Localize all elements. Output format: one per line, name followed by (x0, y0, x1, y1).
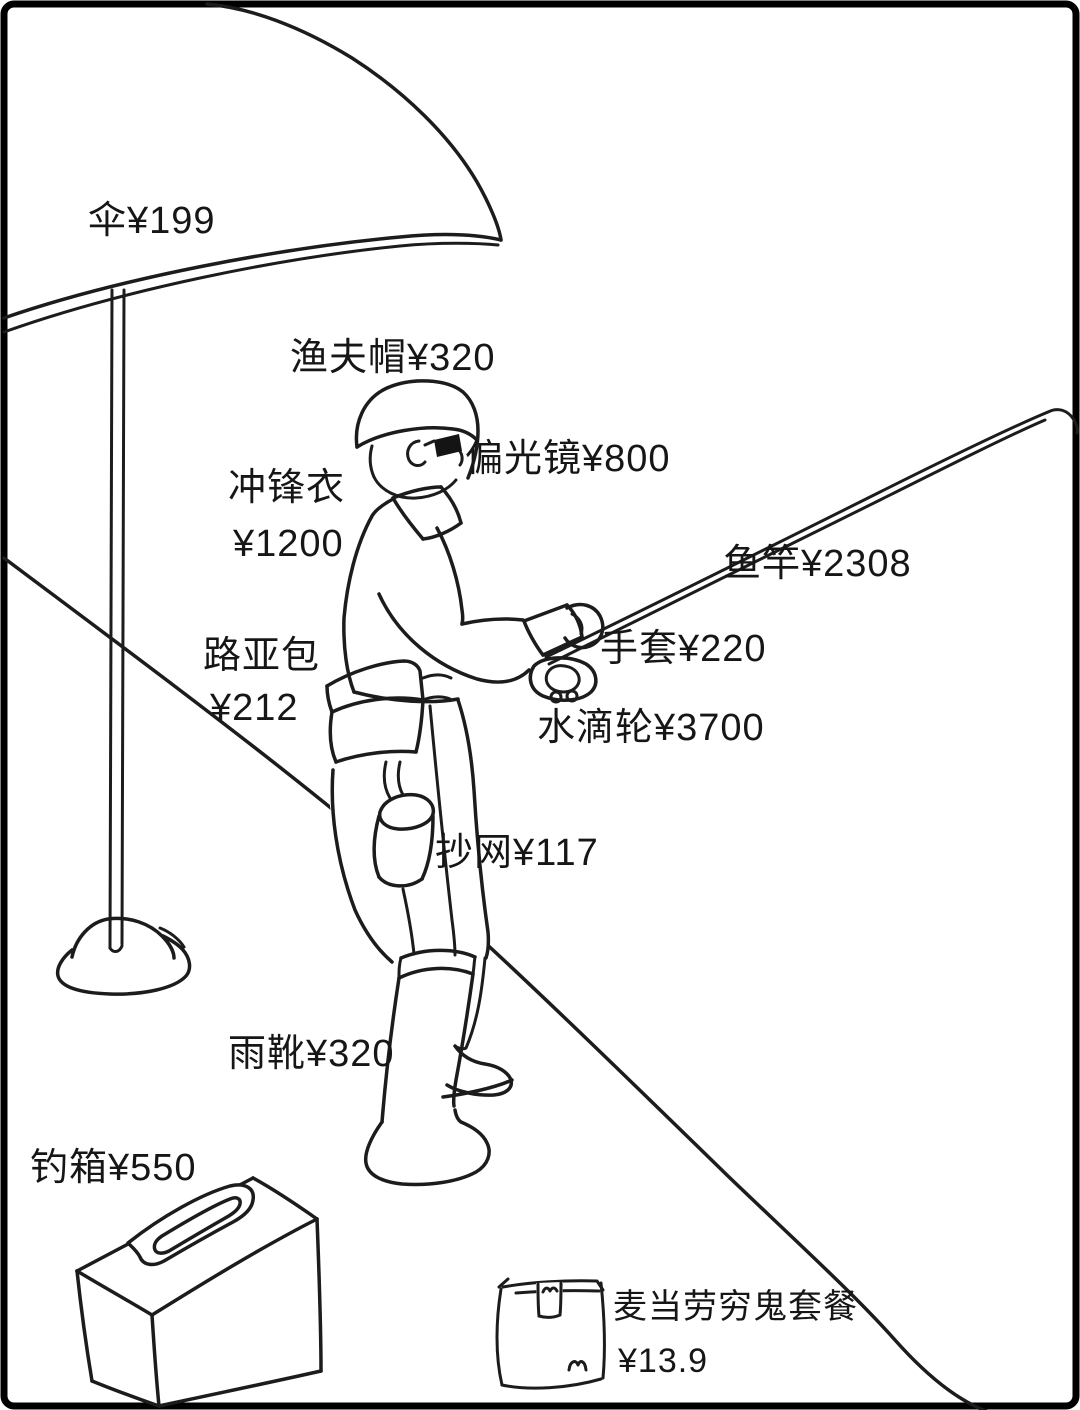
label-landing-net: 抄网¥117 (435, 832, 599, 874)
legs-drawing (330, 698, 491, 964)
umbrella-base (55, 916, 192, 996)
label-lure-bag-name: 路亚包 (203, 635, 320, 677)
label-polarized-glasses: 偏光镜¥800 (465, 438, 671, 480)
umbrella-drawing (2, 2, 503, 996)
box-handle (126, 1183, 255, 1267)
label-fishing-box: 钓箱¥550 (30, 1147, 197, 1189)
label-meal-name: 麦当劳穷鬼套餐 (613, 1288, 858, 1326)
label-jacket-name: 冲锋衣 (228, 467, 345, 509)
mcdonalds-bag-drawing (495, 1277, 606, 1390)
bucket-hat-drawing (354, 379, 480, 480)
glove-drawing (522, 602, 605, 657)
price-labels: 伞¥199 渔夫帽¥320 偏光镜¥800 冲锋衣 ¥1200 鱼竿¥2308 … (30, 200, 912, 1380)
arches-icon (541, 1286, 559, 1294)
arches-icon (567, 1360, 588, 1372)
label-rain-boots: 雨靴¥320 (228, 1033, 395, 1075)
label-meal-price: ¥13.9 (617, 1342, 708, 1380)
jacket-drawing (342, 497, 531, 704)
label-gloves: 手套¥220 (600, 628, 767, 670)
landing-net-drawing (372, 760, 436, 956)
face-drawing (368, 434, 464, 500)
fishing-rod-line (544, 408, 1079, 666)
fisherman-figure (318, 376, 606, 1187)
label-lure-bag-price: ¥212 (209, 687, 299, 729)
ear-line (406, 439, 427, 467)
lure-bag-drawing (325, 659, 453, 764)
figure-silhouette (318, 376, 606, 1186)
label-baitcasting-reel: 水滴轮¥3700 (537, 707, 765, 749)
rain-boots-drawing (363, 948, 514, 1187)
fishing-box-drawing (75, 1176, 323, 1408)
baitcasting-reel-drawing (528, 656, 598, 704)
shoreline-line (2, 556, 988, 1410)
bag-receipt-tab (536, 1281, 563, 1319)
umbrella-pole (108, 288, 126, 953)
sunglasses-drawing (434, 434, 462, 457)
label-umbrella: 伞¥199 (88, 200, 216, 242)
label-fishing-rod: 鱼竿¥2308 (723, 543, 912, 585)
label-bucket-hat: 渔夫帽¥320 (290, 337, 496, 379)
label-jacket-price: ¥1200 (232, 523, 344, 565)
